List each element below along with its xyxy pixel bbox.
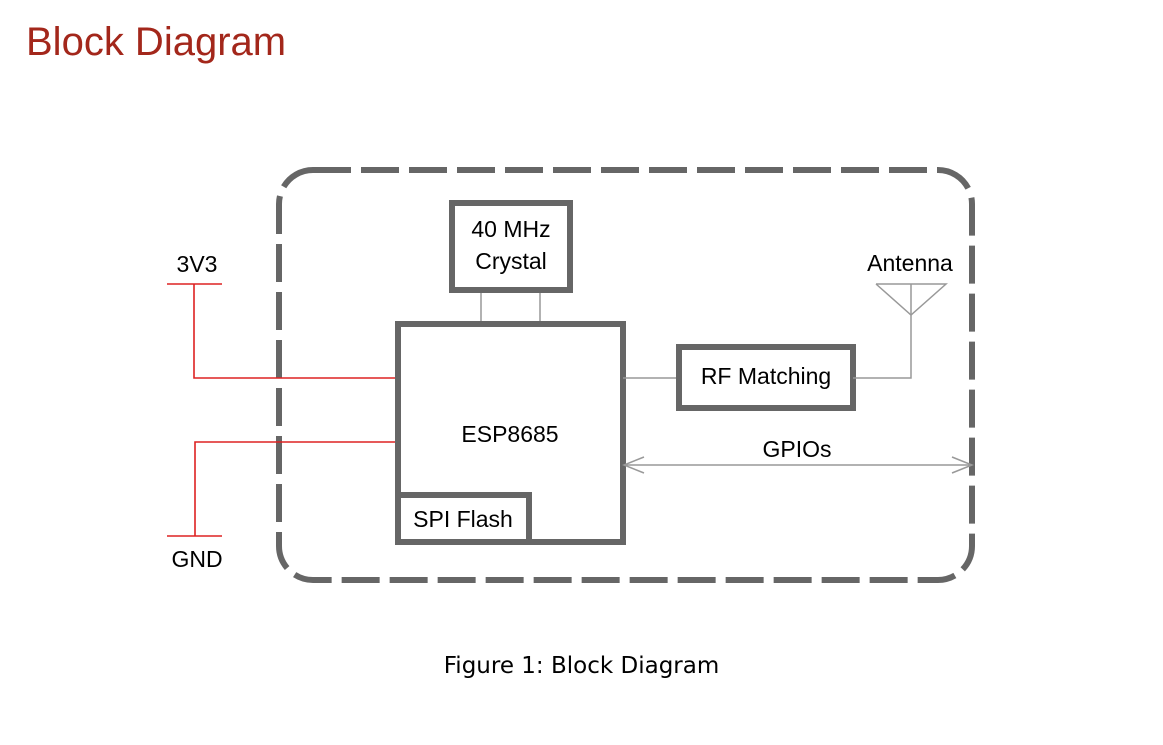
soc-label: ESP8685: [461, 421, 558, 447]
antenna-label: Antenna: [867, 250, 953, 276]
gnd-wire: [194, 441, 398, 536]
rf-matching-block: [676, 344, 856, 411]
rf-antenna-wire: [853, 315, 912, 379]
power-wires: [167, 283, 398, 537]
section-heading: Block Diagram: [26, 20, 287, 64]
flash-block: [395, 492, 532, 545]
gpio-arrow: [621, 456, 975, 474]
crystal-label-line1: 40 MHz: [471, 216, 550, 242]
antenna-icon: [875, 283, 948, 317]
ground-label: GND: [171, 546, 222, 572]
module-boundary: [276, 167, 975, 583]
crystal-label-line2: Crystal: [475, 248, 547, 274]
power-label: 3V3: [177, 251, 218, 277]
flash-label: SPI Flash: [413, 506, 513, 532]
gpios-label: GPIOs: [762, 436, 831, 462]
figure-caption: Figure 1: Block Diagram: [443, 653, 720, 679]
3v3-wire: [193, 284, 398, 379]
rf-matching-label: RF Matching: [701, 363, 831, 389]
crystal-block: [449, 200, 573, 293]
